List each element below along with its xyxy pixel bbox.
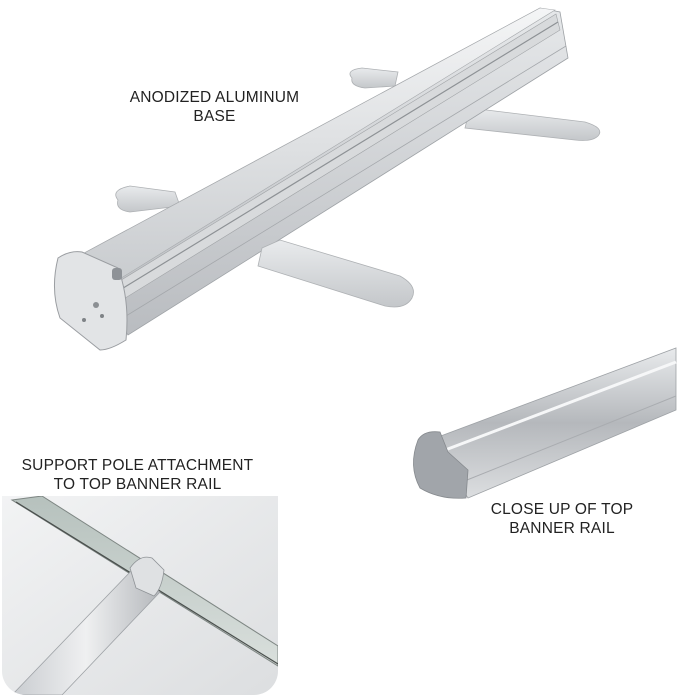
pole-attachment-illustration bbox=[2, 496, 278, 695]
rail-closeup-label: CLOSE UP OF TOP BANNER RAIL bbox=[478, 500, 646, 538]
base-label-line2: BASE bbox=[193, 108, 236, 125]
base-body bbox=[54, 7, 569, 351]
rail-label-line2: BANNER RAIL bbox=[509, 520, 615, 537]
pole-attachment-inset bbox=[2, 496, 278, 695]
pole-attachment-label: SUPPORT POLE ATTACHMENT TO TOP BANNER RA… bbox=[10, 456, 265, 494]
base-label: ANODIZED ALUMINUM BASE bbox=[92, 88, 337, 126]
pole-label-line1: SUPPORT POLE ATTACHMENT bbox=[21, 457, 254, 474]
back-foot-right bbox=[349, 67, 601, 141]
rail-label-line1: CLOSE UP OF TOP bbox=[490, 501, 634, 518]
back-foot-left bbox=[115, 185, 181, 213]
top-banner-rail-closeup bbox=[413, 347, 677, 499]
base-label-line1: ANODIZED ALUMINUM bbox=[129, 89, 300, 106]
front-foot bbox=[257, 239, 414, 308]
pole-label-line2: TO TOP BANNER RAIL bbox=[53, 476, 222, 493]
